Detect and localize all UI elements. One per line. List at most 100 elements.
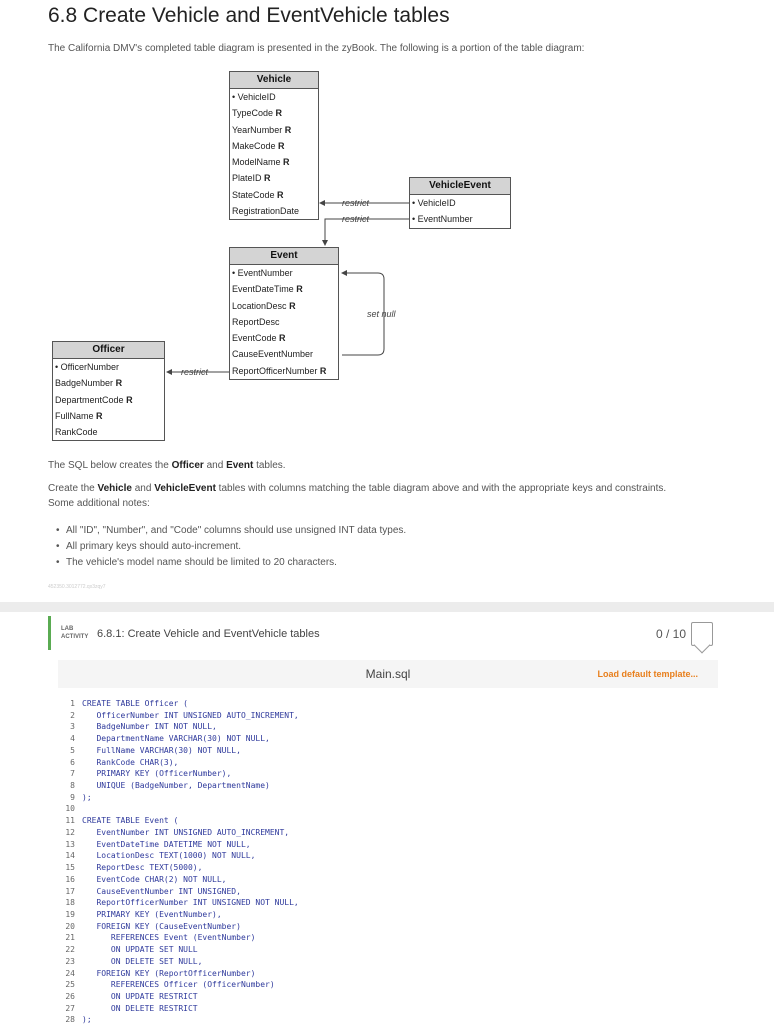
code-text: CauseEventNumber INT UNSIGNED,	[82, 886, 241, 896]
code-line: 22 ON UPDATE SET NULL	[58, 944, 718, 956]
code-text: LocationDesc TEXT(1000) NOT NULL,	[82, 851, 256, 861]
line-number: 6	[70, 757, 75, 767]
code-line: 14 LocationDesc TEXT(1000) NOT NULL,	[58, 850, 718, 862]
filename-label: Main.sql	[365, 667, 411, 681]
code-text: ReportDesc TEXT(5000),	[82, 863, 203, 873]
line-number: 3	[70, 722, 75, 732]
vehicleevent-column-row: • EventNumber	[412, 214, 473, 225]
code-line: 23 ON DELETE SET NULL,	[58, 956, 718, 968]
code-line: 28);	[58, 1014, 718, 1024]
code-line: 8 UNIQUE (BadgeNumber, DepartmentName)	[58, 780, 718, 792]
line-number: 24	[65, 968, 75, 978]
code-text: REFERENCES Event (EventNumber)	[82, 933, 256, 943]
line-number: 1	[70, 699, 75, 708]
vehicle-column-row: RegistrationDate	[232, 206, 300, 217]
line-number: 7	[70, 769, 75, 779]
load-default-template-link[interactable]: Load default template...	[597, 669, 698, 679]
intro-text: The California DMV's completed table dia…	[48, 43, 585, 54]
code-text: DepartmentName VARCHAR(30) NOT NULL,	[82, 734, 270, 744]
code-text: ON DELETE SET NULL,	[82, 956, 203, 966]
event-table-title: Event	[230, 248, 338, 265]
event-column-row: ReportDesc	[232, 316, 280, 327]
line-number: 14	[65, 851, 75, 861]
instructions-panel: 6.8 Create Vehicle and EventVehicle tabl…	[0, 0, 774, 602]
line-number: 23	[65, 956, 75, 966]
line-number: 5	[70, 745, 75, 755]
line-number: 16	[65, 874, 75, 884]
line-number: 18	[65, 898, 75, 908]
vehicle-column-row: YearNumber R	[232, 124, 292, 135]
code-line: 27 ON DELETE RESTRICT	[58, 1003, 718, 1015]
event-column-row: EventCode R	[232, 333, 286, 344]
vehicle-column-row: MakeCode R	[232, 140, 285, 151]
line-number: 15	[65, 863, 75, 873]
line-number: 21	[65, 933, 75, 943]
line-number: 22	[65, 945, 75, 955]
code-line: 15 ReportDesc TEXT(5000),	[58, 862, 718, 874]
code-line: 5 FullName VARCHAR(30) NOT NULL,	[58, 745, 718, 757]
code-line: 16 EventCode CHAR(2) NOT NULL,	[58, 874, 718, 886]
code-text: PRIMARY KEY (EventNumber),	[82, 909, 222, 919]
line-number: 11	[65, 816, 75, 826]
watermark: 452350.3012772.qx3zqy7	[48, 584, 106, 590]
code-line: 12 EventNumber INT UNSIGNED AUTO_INCREME…	[58, 827, 718, 839]
code-text: EventNumber INT UNSIGNED AUTO_INCREMENT,	[82, 827, 290, 837]
vehicle-table-title: Vehicle	[230, 72, 318, 89]
vehicle-column-row: TypeCode R	[232, 108, 283, 119]
code-text: FOREIGN KEY (ReportOfficerNumber)	[82, 968, 256, 978]
code-line: 25 REFERENCES Officer (OfficerNumber)	[58, 979, 718, 991]
lab-title: 6.8.1: Create Vehicle and EventVehicle t…	[97, 628, 320, 640]
event-column-row: ReportOfficerNumber R	[232, 365, 327, 376]
score-display: 0 / 10	[655, 627, 686, 641]
officer-column-row: RankCode	[55, 427, 98, 438]
code-line: 20 FOREIGN KEY (CauseEventNumber)	[58, 921, 718, 933]
line-number: 2	[70, 710, 75, 720]
sql-note: The SQL below creates the Officer and Ev…	[48, 460, 286, 471]
code-editor: Main.sql Load default template... 1 CREAT…	[58, 660, 718, 1024]
line-number: 9	[70, 792, 75, 802]
line-number: 19	[65, 909, 75, 919]
restrict-label-vehicle: restrict	[342, 198, 369, 208]
code-text: UNIQUE (BadgeNumber, DepartmentName)	[82, 781, 270, 791]
code-text: PRIMARY KEY (OfficerNumber),	[82, 769, 232, 779]
page-title: 6.8 Create Vehicle and EventVehicle tabl…	[48, 4, 450, 27]
code-text: EventCode CHAR(2) NOT NULL,	[82, 874, 227, 884]
line-number: 20	[65, 921, 75, 931]
code-line: 9);	[58, 792, 718, 804]
code-text: ON UPDATE RESTRICT	[82, 991, 198, 1001]
code-area[interactable]: 1 CREATE TABLE Officer ( 2 OfficerNumber I…	[58, 688, 718, 1024]
line-number: 17	[65, 886, 75, 896]
code-line: 7 PRIMARY KEY (OfficerNumber),	[58, 768, 718, 780]
event-column-row: EventDateTime R	[232, 284, 303, 295]
code-text: EventDateTime DATETIME NOT NULL,	[82, 839, 251, 849]
event-column-row: CauseEventNumber	[232, 349, 314, 360]
event-column-row: • EventNumber	[232, 268, 293, 278]
note-item: All primary keys should auto-increment.	[56, 541, 241, 552]
vehicle-column-row: PlateID R	[232, 173, 271, 184]
score-badge-icon	[691, 622, 713, 646]
vehicleevent-table-title: VehicleEvent	[410, 178, 510, 195]
code-line: 21 REFERENCES Event (EventNumber)	[58, 932, 718, 944]
line-number: 27	[65, 1003, 75, 1013]
vehicle-column-row: • VehicleID	[232, 92, 276, 102]
code-text: FOREIGN KEY (CauseEventNumber)	[82, 921, 241, 931]
code-line: 1 CREATE TABLE Officer (	[58, 698, 718, 710]
code-text: ON UPDATE SET NULL	[82, 945, 198, 955]
vehicleevent-column-row: • VehicleID	[412, 198, 456, 208]
note-item: The vehicle's model name should be limit…	[56, 557, 337, 568]
code-text: RankCode CHAR(3),	[82, 757, 179, 767]
line-number: 25	[65, 980, 75, 990]
code-line: 17 CauseEventNumber INT UNSIGNED,	[58, 886, 718, 898]
code-line: 3 BadgeNumber INT NOT NULL,	[58, 721, 718, 733]
officer-column-row: BadgeNumber R	[55, 378, 123, 389]
code-line: 18 ReportOfficerNumber INT UNSIGNED NOT …	[58, 897, 718, 909]
set-null-label: set null	[367, 309, 396, 319]
code-text: FullName VARCHAR(30) NOT NULL,	[82, 745, 241, 755]
vehicle-column-row: StateCode R	[232, 189, 284, 200]
editor-toolbar: Main.sql Load default template...	[58, 660, 718, 688]
code-text: CREATE TABLE Officer (	[82, 699, 188, 708]
code-text: OfficerNumber INT UNSIGNED AUTO_INCREMEN…	[82, 710, 299, 720]
